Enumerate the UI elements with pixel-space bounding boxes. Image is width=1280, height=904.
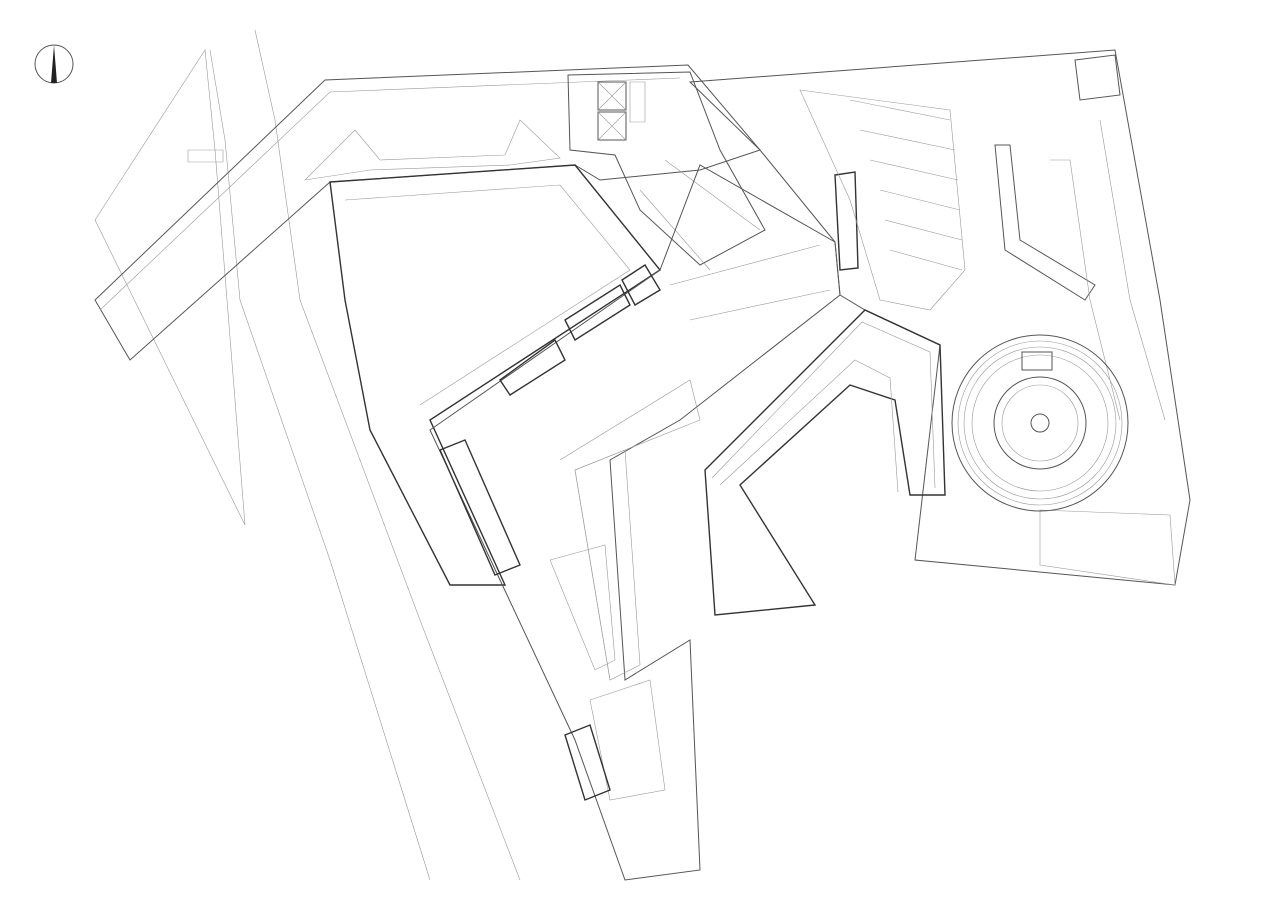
road-area — [94, 29, 521, 881]
parked-car — [187, 149, 224, 163]
building-core — [567, 71, 766, 271]
north-walkway — [94, 64, 761, 361]
circular-plaza — [951, 334, 1129, 512]
inner-void — [704, 309, 946, 616]
panel-arrays — [439, 171, 859, 801]
east-plaza — [688, 49, 1191, 586]
north-arrow-icon — [34, 44, 74, 84]
courtyard — [329, 164, 662, 586]
